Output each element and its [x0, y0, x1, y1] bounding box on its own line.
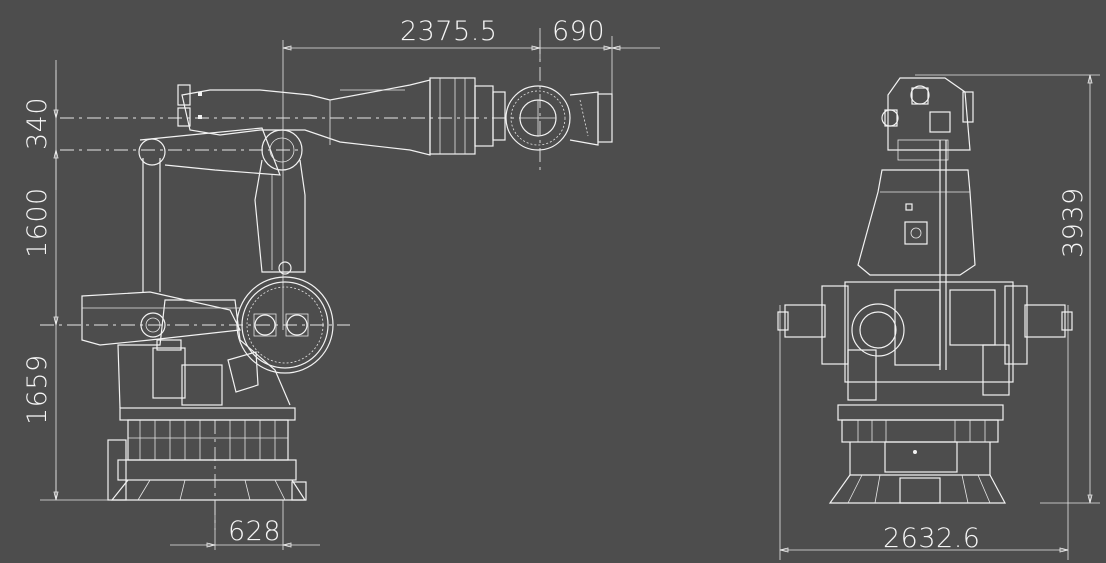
dim-total-height: 3939 — [915, 74, 1100, 504]
front-view: 3939 2632.6 — [777, 74, 1100, 560]
dim-base-offset-label: 628 — [228, 516, 281, 547]
side-turret — [117, 299, 291, 409]
dim-height-offset-top-label: 340 — [22, 97, 53, 150]
front-base — [828, 404, 1007, 504]
side-counterweight — [81, 291, 241, 346]
side-base — [107, 407, 307, 501]
side-upper-arm — [177, 77, 506, 171]
side-view: 2375.5 690 340 1600 1659 628 — [22, 16, 660, 550]
dim-reach-main: 2375.5 — [282, 16, 541, 330]
dim-total-height-label: 3939 — [1058, 187, 1089, 258]
side-parallel-link — [138, 127, 281, 292]
side-lower-arm — [236, 159, 334, 374]
dim-height-arm-label: 1600 — [22, 187, 53, 258]
front-shoulder — [777, 281, 1073, 401]
dim-reach-wrist: 690 — [540, 16, 660, 95]
dim-total-width-label: 2632.6 — [883, 523, 980, 554]
side-wrist — [505, 85, 613, 151]
dim-base-offset: 628 — [170, 500, 320, 550]
dim-height-base-label: 1659 — [22, 354, 53, 425]
dim-reach-main-label: 2375.5 — [400, 16, 497, 47]
dim-reach-wrist-label: 690 — [552, 16, 605, 47]
dim-total-width: 2632.6 — [779, 305, 1069, 560]
front-column — [857, 169, 976, 276]
